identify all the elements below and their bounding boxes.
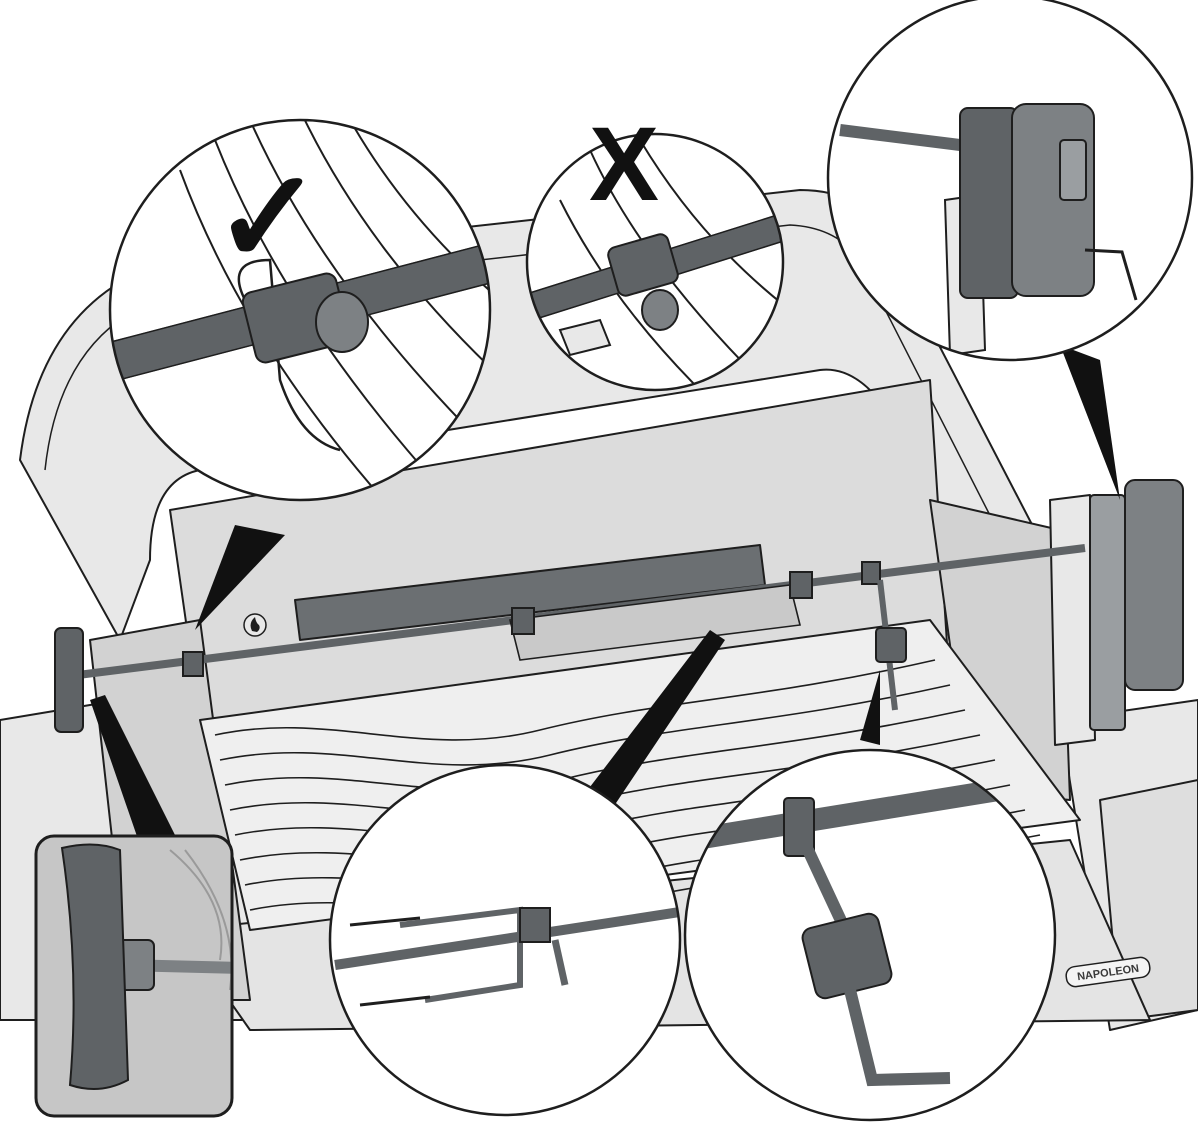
napoleon-logo: NAPOLEON xyxy=(1065,956,1151,988)
callout-meat-fork xyxy=(328,763,682,1117)
counterbalance-collar xyxy=(861,561,881,585)
counterbalance-weight xyxy=(875,627,907,663)
rotisserie-motor xyxy=(1124,479,1184,691)
x-mark-icon: X xyxy=(589,106,659,223)
callout-counterbalance xyxy=(683,748,1057,1122)
pointer-circle-correct xyxy=(195,525,285,630)
right-meat-fork-collar xyxy=(789,571,813,599)
spit-handle xyxy=(54,627,84,733)
right-bracket-plate xyxy=(1049,494,1096,746)
callout-correct-placement: ✓ xyxy=(108,118,492,502)
left-spit-collar xyxy=(182,651,204,677)
callout-motor xyxy=(826,0,1194,362)
pointer-circle-fork xyxy=(580,630,725,812)
left-meat-fork-collar xyxy=(511,607,535,635)
callout-pointers xyxy=(90,345,1120,845)
rotisserie-basket xyxy=(509,584,801,661)
pointer-circle-motor xyxy=(1060,345,1120,500)
pointer-circle-counterweight xyxy=(860,670,880,745)
callout-incorrect-placement: X xyxy=(525,106,785,392)
pointer-inset-handle xyxy=(90,695,180,845)
inset-spit-handle xyxy=(34,834,234,1118)
flame-icon xyxy=(243,613,267,637)
checkmark-icon: ✓ xyxy=(214,144,323,290)
motor-bracket xyxy=(1089,494,1126,731)
rotisserie-spit xyxy=(54,479,1184,733)
